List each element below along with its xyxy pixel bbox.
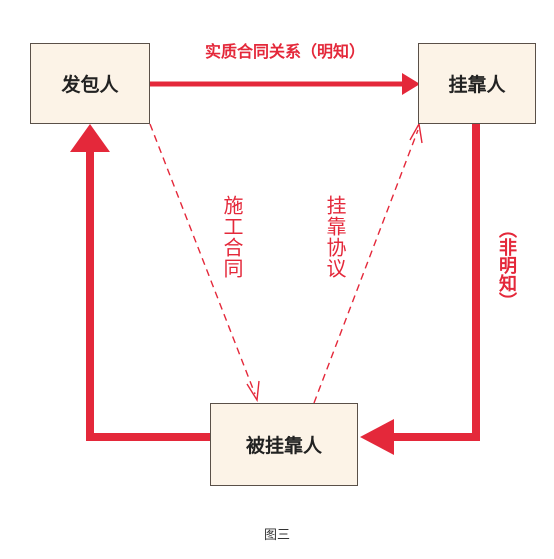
figure-caption: 图三	[263, 528, 290, 543]
node-affiliated-party: 被挂靠人	[210, 403, 358, 486]
node-employer-label: 发包人	[61, 74, 119, 96]
arrow-left	[70, 124, 210, 441]
edge-label-agreement: 挂靠协议	[323, 195, 347, 279]
node-affiliate: 挂靠人	[418, 43, 536, 124]
arrow-top	[150, 73, 420, 95]
dashed-arrow-agreement	[313, 121, 423, 404]
edge-label-right: （非明知）	[496, 220, 517, 310]
node-affiliate-label: 挂靠人	[448, 74, 506, 96]
node-employer: 发包人	[30, 43, 150, 124]
dashed-arrow-contract	[149, 123, 260, 403]
edge-label-contract: 施工合同	[220, 195, 244, 279]
edge-label-top: 实质合同关系（明知）	[204, 42, 365, 61]
node-affiliated-party-label: 被挂靠人	[245, 435, 322, 457]
arrow-right	[360, 124, 480, 455]
